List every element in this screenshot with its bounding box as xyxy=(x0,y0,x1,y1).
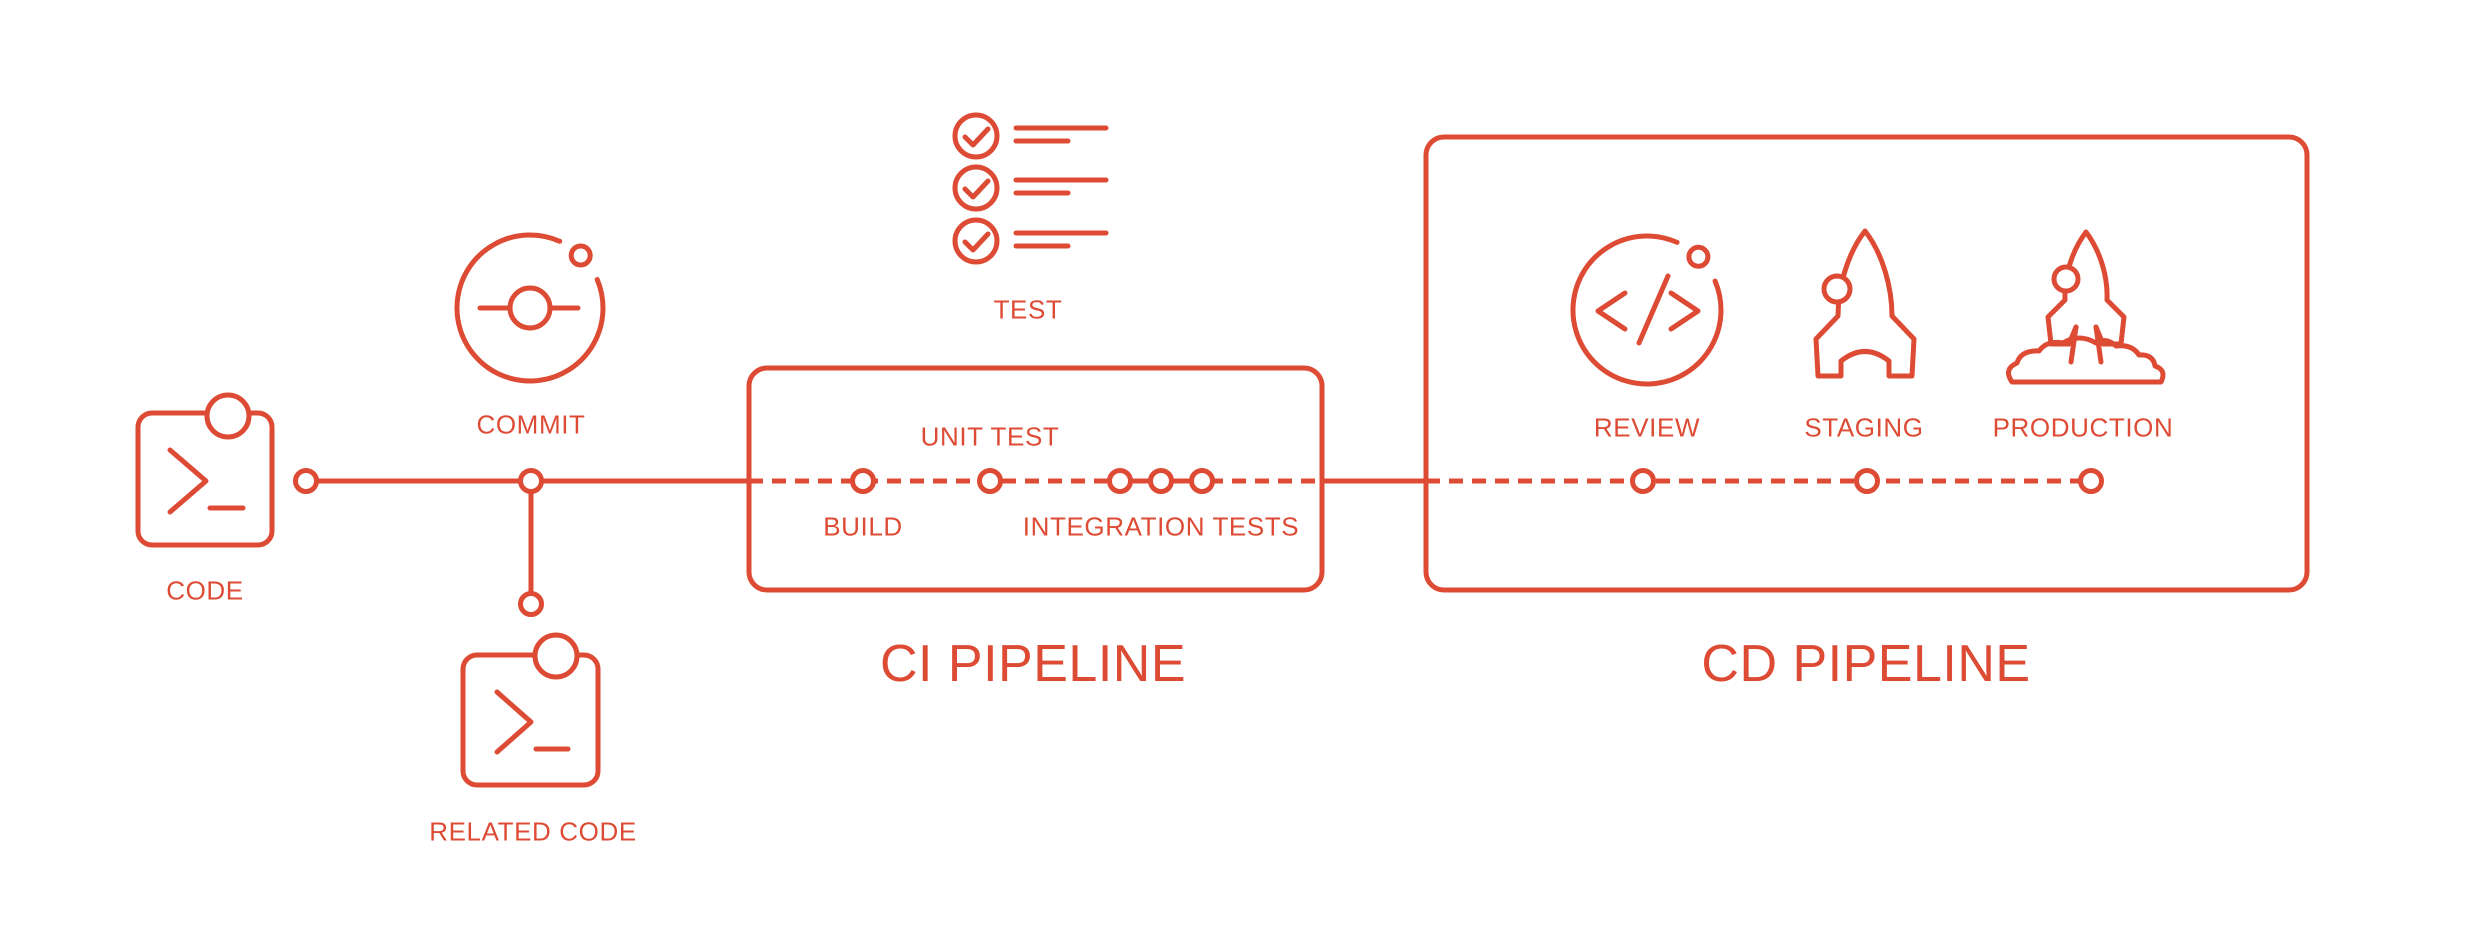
node-code xyxy=(293,468,319,494)
pipeline-line xyxy=(306,478,2091,604)
checklist-row xyxy=(952,217,1109,265)
review-label: REVIEW xyxy=(1593,412,1701,443)
ci-pipeline-box xyxy=(746,365,1325,593)
code-icon xyxy=(135,392,275,548)
test-checklist-icon xyxy=(952,112,1109,265)
checklist-row xyxy=(952,164,1109,212)
node-commit-junction xyxy=(518,468,544,494)
cd-pipeline-box xyxy=(1423,134,2310,593)
code-label: CODE xyxy=(166,575,244,606)
commit-label: COMMIT xyxy=(476,409,586,440)
cd-pipeline-title: CD PIPELINE xyxy=(1701,635,2031,693)
ci-pipeline-title: CI PIPELINE xyxy=(879,635,1187,693)
unit-test-label: UNIT TEST xyxy=(920,421,1060,452)
related-code-label: RELATED CODE xyxy=(429,816,637,847)
checklist-row xyxy=(952,112,1109,160)
pipeline-nodes xyxy=(293,468,2104,617)
node-integration-1 xyxy=(1107,468,1133,494)
staging-label: STAGING xyxy=(1804,412,1924,443)
node-review xyxy=(1630,468,1656,494)
test-label: TEST xyxy=(993,294,1063,325)
node-integration-2 xyxy=(1148,468,1174,494)
node-branch-end xyxy=(518,591,544,617)
build-label: BUILD xyxy=(823,511,903,542)
staging-rocket-icon xyxy=(1813,228,1917,379)
production-rocket-icon xyxy=(2005,229,2166,385)
production-label: PRODUCTION xyxy=(1992,412,2174,443)
node-unit-test xyxy=(977,468,1003,494)
node-build xyxy=(850,468,876,494)
node-integration-3 xyxy=(1189,468,1215,494)
launch-cloud xyxy=(2005,335,2166,385)
node-staging xyxy=(1854,468,1880,494)
commit-icon xyxy=(454,232,606,384)
review-icon xyxy=(1570,233,1724,387)
related-code-icon xyxy=(460,632,601,788)
integration-tests-label: INTEGRATION TESTS xyxy=(1022,511,1300,542)
node-production xyxy=(2078,468,2104,494)
